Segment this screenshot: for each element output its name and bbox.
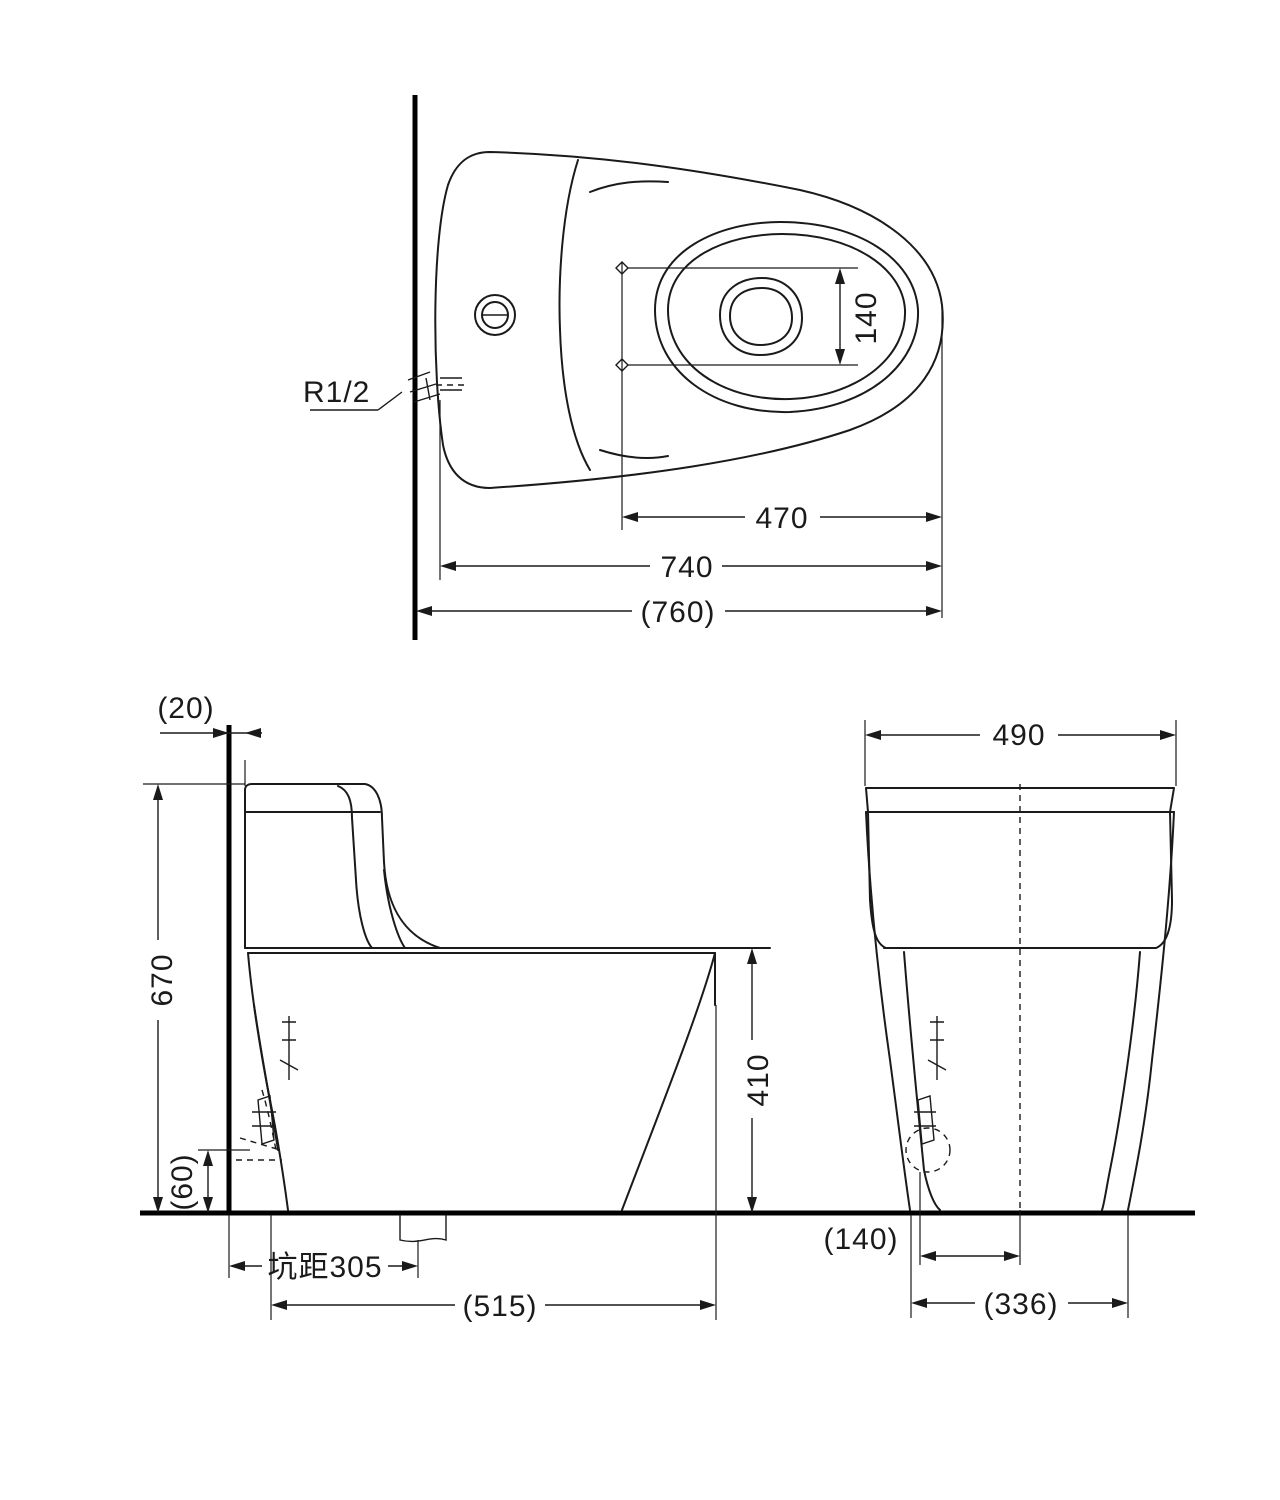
- dim-760-arrow-left: [416, 606, 432, 616]
- dim-60-arrow-top: [203, 1150, 213, 1166]
- dim-336-arrow-right: [1112, 1298, 1128, 1308]
- side-supply-hose: [236, 1089, 282, 1161]
- side-tank-outline: [244, 783, 441, 949]
- seat-rim-outer: [654, 221, 920, 414]
- dim-140-arrow-top: [835, 268, 845, 284]
- side-drain-pipe: [399, 1215, 447, 1243]
- dim-20-arrow-left: [213, 728, 229, 738]
- overall-height-label: 670: [146, 953, 179, 1006]
- bowl-water-inner: [729, 287, 793, 346]
- front-valve-body: [914, 1095, 936, 1145]
- supply-height-label: (60): [166, 1153, 199, 1210]
- bowl-water-outer: [719, 277, 803, 356]
- dim-20-arrow-right: [245, 728, 261, 738]
- top-view-outline: [434, 151, 944, 489]
- dim-410-arrow-top: [747, 948, 757, 964]
- top-view-tank-division: [558, 159, 591, 471]
- front-view: 490 (140) (336): [823, 719, 1177, 1321]
- side-supply-fitting: [279, 1016, 299, 1080]
- rough-in-label: 坑距305: [267, 1251, 382, 1284]
- side-tank-inner-curve-2: [383, 869, 406, 949]
- r12-leader-diag: [377, 391, 403, 411]
- width-490-label: 490: [992, 719, 1045, 752]
- flush-button-inner: [481, 301, 509, 329]
- front-bowl-right: [1127, 811, 1175, 1211]
- side-bowl-back-inner: [253, 1004, 279, 1151]
- dim-60-arrow-bottom: [203, 1197, 213, 1213]
- wall-gap-label: (20): [157, 692, 214, 725]
- seat-height-label: 410: [742, 1053, 775, 1106]
- bolt-spacing-label: 140: [850, 291, 883, 344]
- dim-470-arrow-left: [622, 512, 638, 522]
- dim-490-arrow-left: [865, 730, 881, 740]
- dim-515-arrow-right: [700, 1300, 716, 1310]
- dim-140-arrow-bottom: [835, 349, 845, 365]
- side-tank-inner-curve: [337, 785, 373, 949]
- dim-740-arrow-left: [440, 561, 456, 571]
- depth-total-label: (760): [640, 596, 715, 629]
- flush-button-outer: [474, 294, 516, 336]
- dim-740-arrow-right: [926, 561, 942, 571]
- dim-490-arrow-right: [1160, 730, 1176, 740]
- dim-670-arrow-bottom: [153, 1197, 163, 1213]
- dim-515-arrow-left: [271, 1300, 287, 1310]
- dim-305-arrow-left: [229, 1261, 245, 1271]
- front-bowl-right-inner: [1101, 951, 1141, 1211]
- top-view-tank-edge: [589, 180, 669, 193]
- front-supply-valve-circle: [905, 1127, 951, 1173]
- top-view-tank-edge-lower: [599, 449, 669, 459]
- side-valve: [252, 1095, 276, 1145]
- front-bowl-left: [865, 811, 911, 1211]
- side-view: (20) 670 (60) 410 坑距305 (: [140, 692, 1195, 1323]
- supply-valve-symbol: [407, 371, 462, 403]
- dim-140f-arrow-left: [920, 1251, 936, 1261]
- top-view: R1/2 140 470 740 (760): [303, 95, 944, 640]
- dim-670-arrow-top: [153, 784, 163, 800]
- depth-740-label: 740: [660, 551, 713, 584]
- seat-rim-inner: [667, 233, 907, 401]
- dim-336-arrow-left: [911, 1298, 927, 1308]
- side-bowl-front: [621, 952, 716, 1211]
- supply-offset-label: (140): [823, 1223, 898, 1256]
- dim-470-arrow-right: [926, 512, 942, 522]
- side-bowl-back: [247, 952, 289, 1211]
- supply-thread-label: R1/2: [303, 376, 370, 409]
- base-width-label: (336): [983, 1288, 1058, 1321]
- bowl-to-front-label: 470: [755, 502, 808, 535]
- base-length-label: (515): [462, 1290, 537, 1323]
- dim-760-arrow-right: [926, 606, 942, 616]
- dim-140f-arrow-right: [1004, 1251, 1020, 1261]
- dim-410-arrow-bottom: [747, 1197, 757, 1213]
- front-supply-fitting: [927, 1016, 947, 1080]
- dim-305-arrow-right: [402, 1261, 418, 1271]
